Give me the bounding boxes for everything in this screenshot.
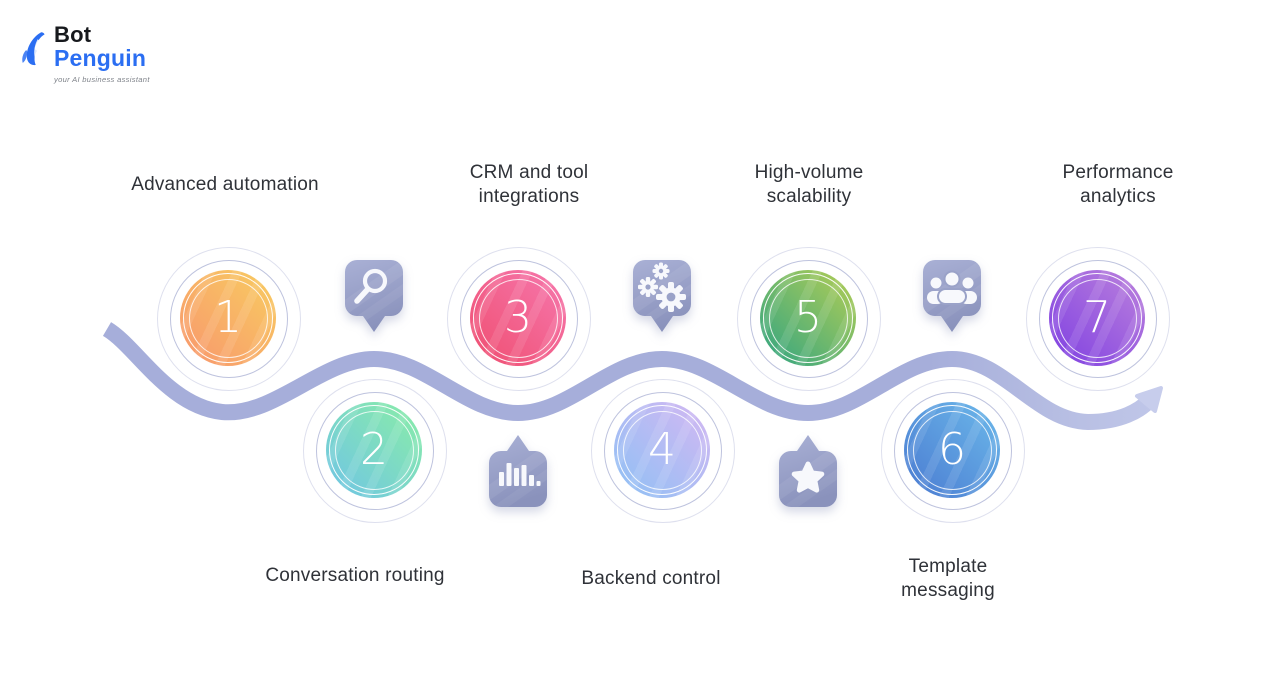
brand-tagline: your AI business assistant bbox=[54, 75, 150, 84]
ring-outer bbox=[303, 379, 447, 523]
disc-sheen bbox=[614, 402, 710, 498]
penguin-icon bbox=[22, 32, 45, 66]
search-badge bbox=[345, 260, 403, 332]
gears-badge bbox=[633, 260, 691, 332]
ring-outer bbox=[157, 247, 301, 391]
step-circle-4: 4 bbox=[614, 402, 710, 498]
users-badge bbox=[923, 260, 981, 332]
disc-sheen bbox=[1049, 270, 1145, 366]
step-circle-2: 2 bbox=[326, 402, 422, 498]
step-number: 2 bbox=[360, 424, 388, 475]
step-number: 1 bbox=[214, 292, 242, 343]
ring-outer bbox=[737, 247, 881, 391]
step-number: 6 bbox=[938, 424, 966, 475]
step-circle-1: 1 bbox=[180, 270, 276, 366]
gears-icon bbox=[638, 262, 686, 312]
ring-outer bbox=[881, 379, 1025, 523]
step-number: 4 bbox=[648, 424, 676, 475]
step-label-performance-analytics: Performance analytics bbox=[1062, 162, 1174, 207]
brand-logo: Bot Penguin your AI business assistant bbox=[18, 24, 150, 84]
step-circle-3: 3 bbox=[470, 270, 566, 366]
disc-sheen bbox=[326, 402, 422, 498]
step-label-high-volume-scalability: High-volume scalability bbox=[754, 162, 864, 207]
users-icon bbox=[927, 270, 977, 305]
ring-outer bbox=[1026, 247, 1170, 391]
star-badge bbox=[779, 435, 837, 507]
step-label-crm-and-tool-integrations: CRM and tool integrations bbox=[469, 162, 589, 207]
step-number: 3 bbox=[504, 292, 532, 343]
brand-name-bot: Bot bbox=[54, 22, 92, 47]
step-label-template-messaging: Template messaging bbox=[901, 556, 995, 601]
star-icon bbox=[791, 461, 825, 493]
disc-sheen bbox=[180, 270, 276, 366]
step-label-advanced-automation: Advanced automation bbox=[131, 174, 319, 196]
disc-sheen bbox=[904, 402, 1000, 498]
disc-sheen bbox=[760, 270, 856, 366]
step-number: 5 bbox=[794, 292, 822, 343]
arrowhead-icon bbox=[1135, 386, 1163, 413]
step-label-conversation-routing: Conversation routing bbox=[265, 565, 445, 587]
ring-outer bbox=[447, 247, 591, 391]
step-circle-7: 7 bbox=[1049, 270, 1145, 366]
brand-name-penguin: Penguin bbox=[54, 45, 147, 71]
bar-chart-icon bbox=[499, 463, 541, 486]
step-label-backend-control: Backend control bbox=[581, 568, 721, 590]
step-circle-6: 6 bbox=[904, 402, 1000, 498]
step-number: 7 bbox=[1083, 292, 1111, 343]
bar-chart-badge bbox=[489, 435, 547, 507]
step-circle-5: 5 bbox=[760, 270, 856, 366]
ring-outer bbox=[591, 379, 735, 523]
search-icon bbox=[354, 268, 388, 304]
disc-sheen bbox=[470, 270, 566, 366]
